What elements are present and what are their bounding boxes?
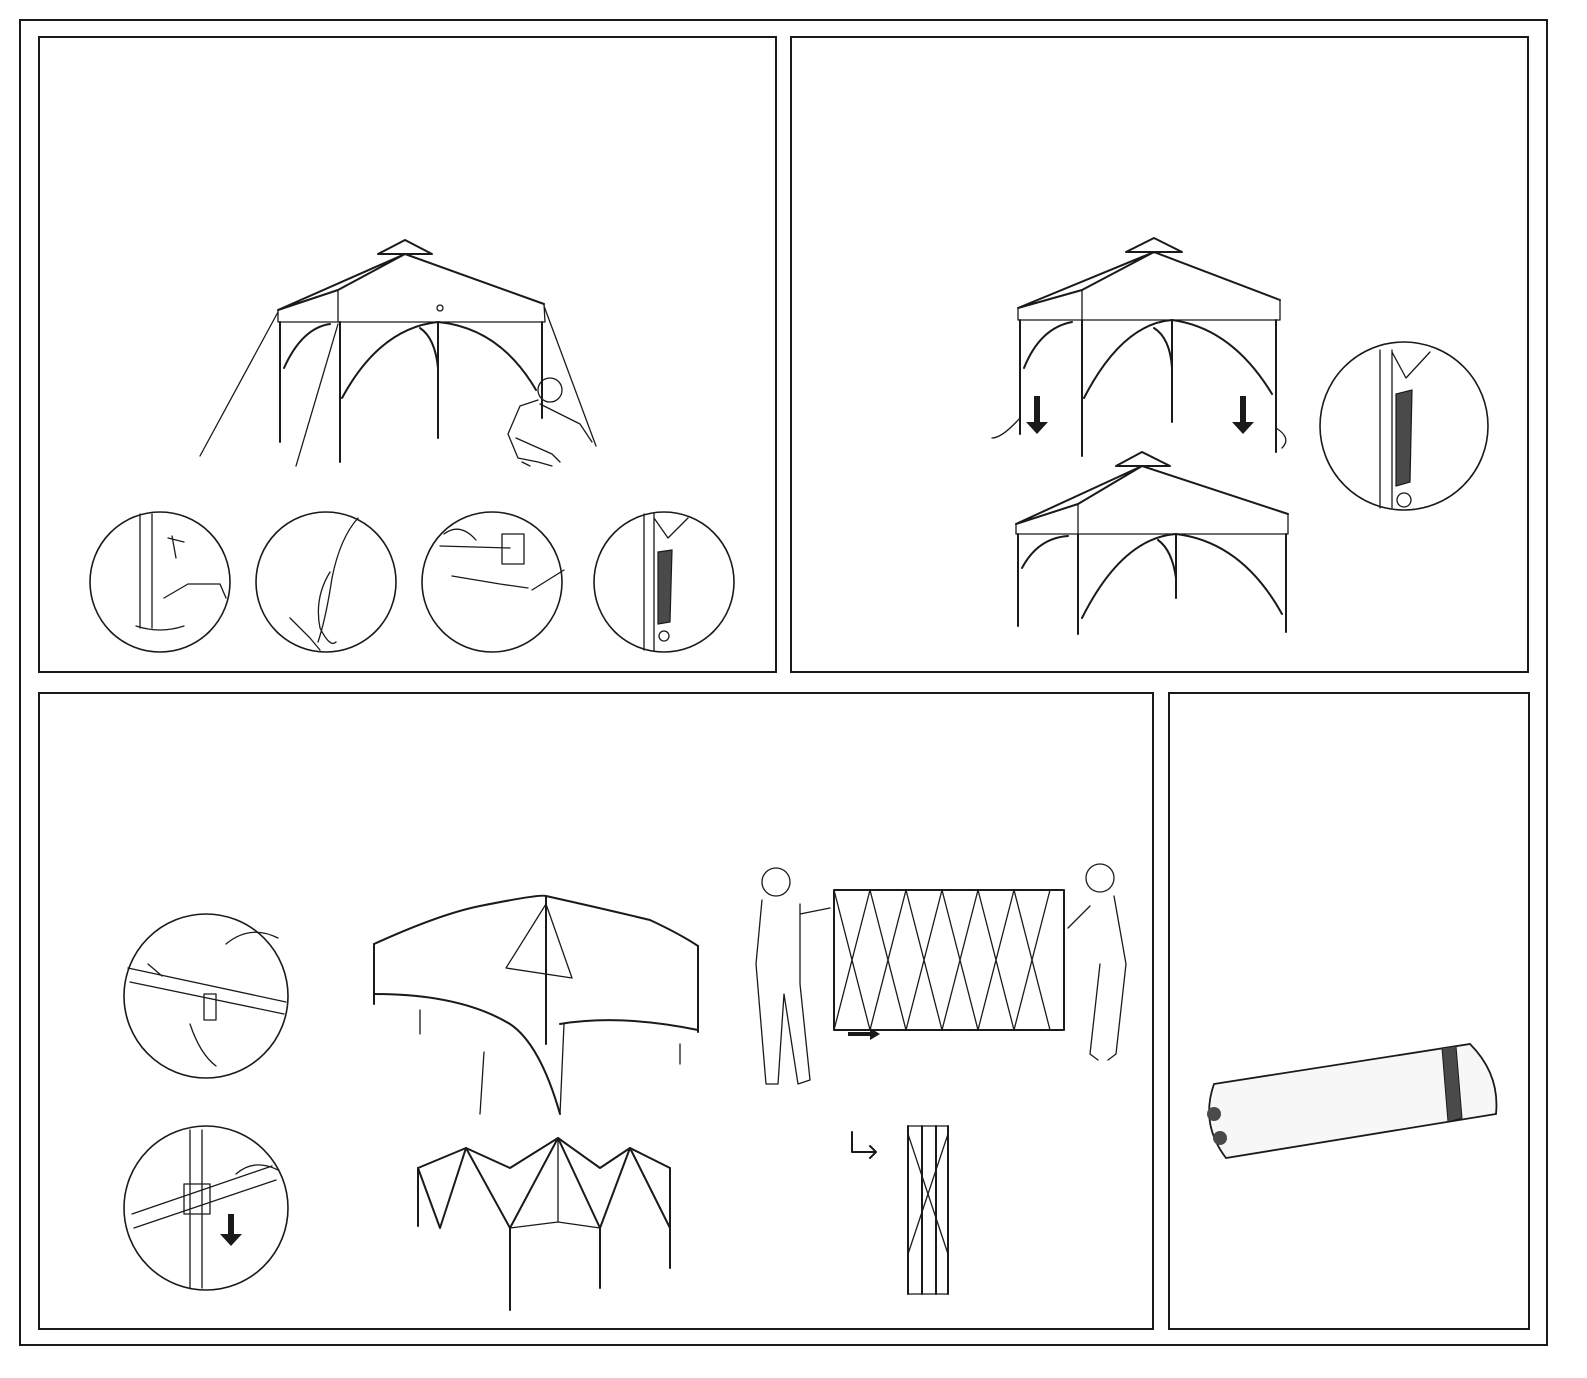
- two-person-folding-illustration: [756, 864, 1126, 1084]
- step-panel-stake-guy-lines: [38, 36, 777, 673]
- gazebo-with-guy-lines-illustration: [200, 240, 596, 466]
- fold-result-arrow-icon: [852, 1132, 876, 1158]
- scissor-frame-open-illustration: [418, 1138, 670, 1310]
- lower-arrow-left-icon: [1026, 396, 1048, 434]
- stake-ground-detail: [90, 512, 230, 652]
- step-panel-pack-bag: [1168, 692, 1530, 1330]
- carry-bag-illustration: [1207, 1044, 1496, 1158]
- kneeling-person-illustration: [508, 378, 592, 466]
- mallet-stake-detail: [422, 512, 564, 652]
- guy-rope-detail: [256, 512, 396, 652]
- velcro-strap-detail-2: [1320, 342, 1488, 510]
- slider-lock-detail: [124, 1126, 288, 1290]
- gazebo-lowered-illustration: [1016, 452, 1288, 634]
- gazebo-canopy-covered-illustration: [374, 896, 698, 1114]
- folded-frame-bundle-illustration: [908, 1126, 948, 1294]
- velcro-release-detail: [124, 914, 288, 1078]
- step-panel-fold-frame: [38, 692, 1154, 1330]
- step-panel-lower-canopy: [790, 36, 1529, 673]
- lower-arrow-right-icon: [1232, 396, 1254, 434]
- velcro-strap-detail: [594, 512, 734, 652]
